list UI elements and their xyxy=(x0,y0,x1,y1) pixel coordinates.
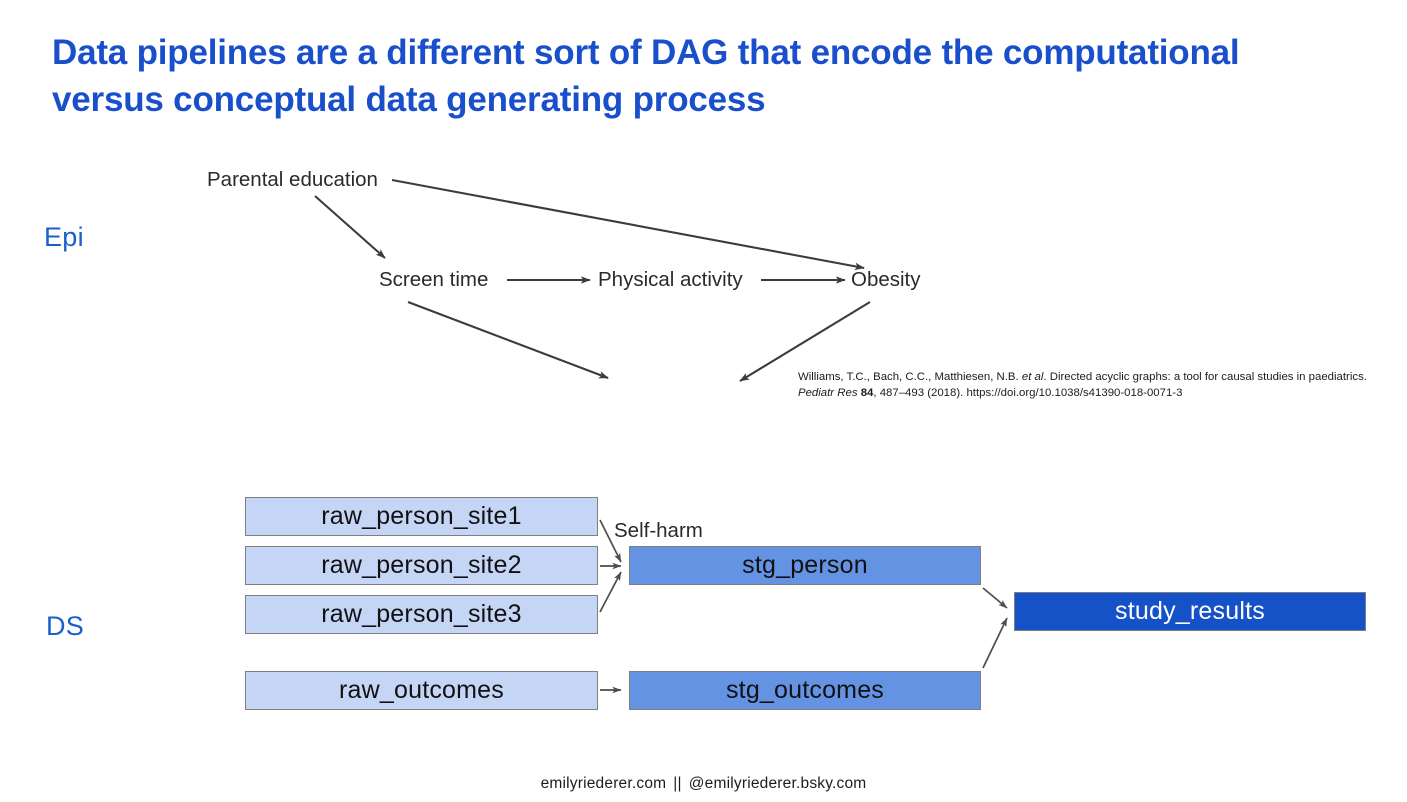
citation-journal: Pediatr Res xyxy=(798,386,858,399)
edge-parental-education-obesity xyxy=(391,178,865,270)
edge-screen-time-self-harm xyxy=(407,301,609,379)
pipeline-node-raw-person-site1[interactable]: raw_person_site1 xyxy=(245,497,598,536)
edge-raw3-stg-person xyxy=(599,571,622,613)
page-title: Data pipelines are a different sort of D… xyxy=(52,33,1240,119)
row-label-epi: Epi xyxy=(44,222,84,252)
footer-website[interactable]: emilyriederer.com xyxy=(540,775,667,792)
dag-node-parental-education: Parental education xyxy=(207,168,378,191)
dag-node-screen-time: Screen time xyxy=(379,268,489,291)
pipeline-node-stg-person[interactable]: stg_person xyxy=(629,546,981,585)
citation-authors: Williams, T.C., Bach, C.C., Matthiesen, … xyxy=(798,371,1019,383)
dag-node-self-harm: Self-harm xyxy=(614,519,703,542)
citation-text: Williams, T.C., Bach, C.C., Matthiesen, … xyxy=(798,370,1407,401)
citation-etal: et al xyxy=(1021,371,1044,383)
edge-stg-person-study-results xyxy=(982,587,1008,609)
pipeline-node-study-results[interactable]: study_results xyxy=(1014,592,1366,631)
citation-title: . Directed acyclic graphs: a tool for ca… xyxy=(1043,371,1367,383)
dag-node-physical-activity: Physical activity xyxy=(598,268,743,291)
slide-footer: emilyriederer.com || @emilyriederer.bsky.c… xyxy=(0,775,1407,793)
pipeline-node-raw-outcomes[interactable]: raw_outcomes xyxy=(245,671,598,710)
citation-doi: https://doi.org/10.1038/s41390-018-0071-… xyxy=(966,386,1183,399)
footer-separator: || xyxy=(673,775,682,792)
pipeline-node-raw-person-site3[interactable]: raw_person_site3 xyxy=(245,595,598,634)
citation-volume: 84 xyxy=(860,386,874,399)
edge-stg-outcomes-study-results xyxy=(982,617,1008,669)
pipeline-node-raw-person-site2[interactable]: raw_person_site2 xyxy=(245,546,598,585)
edge-parental-education-screen-time xyxy=(314,195,386,259)
pipeline-node-stg-outcomes[interactable]: stg_outcomes xyxy=(629,671,981,710)
row-label-ds: DS xyxy=(46,611,85,641)
dag-node-obesity: Obesity xyxy=(851,268,921,291)
edge-obesity-self-harm xyxy=(739,301,871,382)
citation-pages: , 487–493 (2018). xyxy=(873,386,967,399)
epi-dag-arrows xyxy=(314,178,871,382)
epi-causal-dag: Parental education Screen time Physical … xyxy=(180,150,980,542)
footer-handle[interactable]: @emilyriederer.bsky.com xyxy=(688,775,867,792)
